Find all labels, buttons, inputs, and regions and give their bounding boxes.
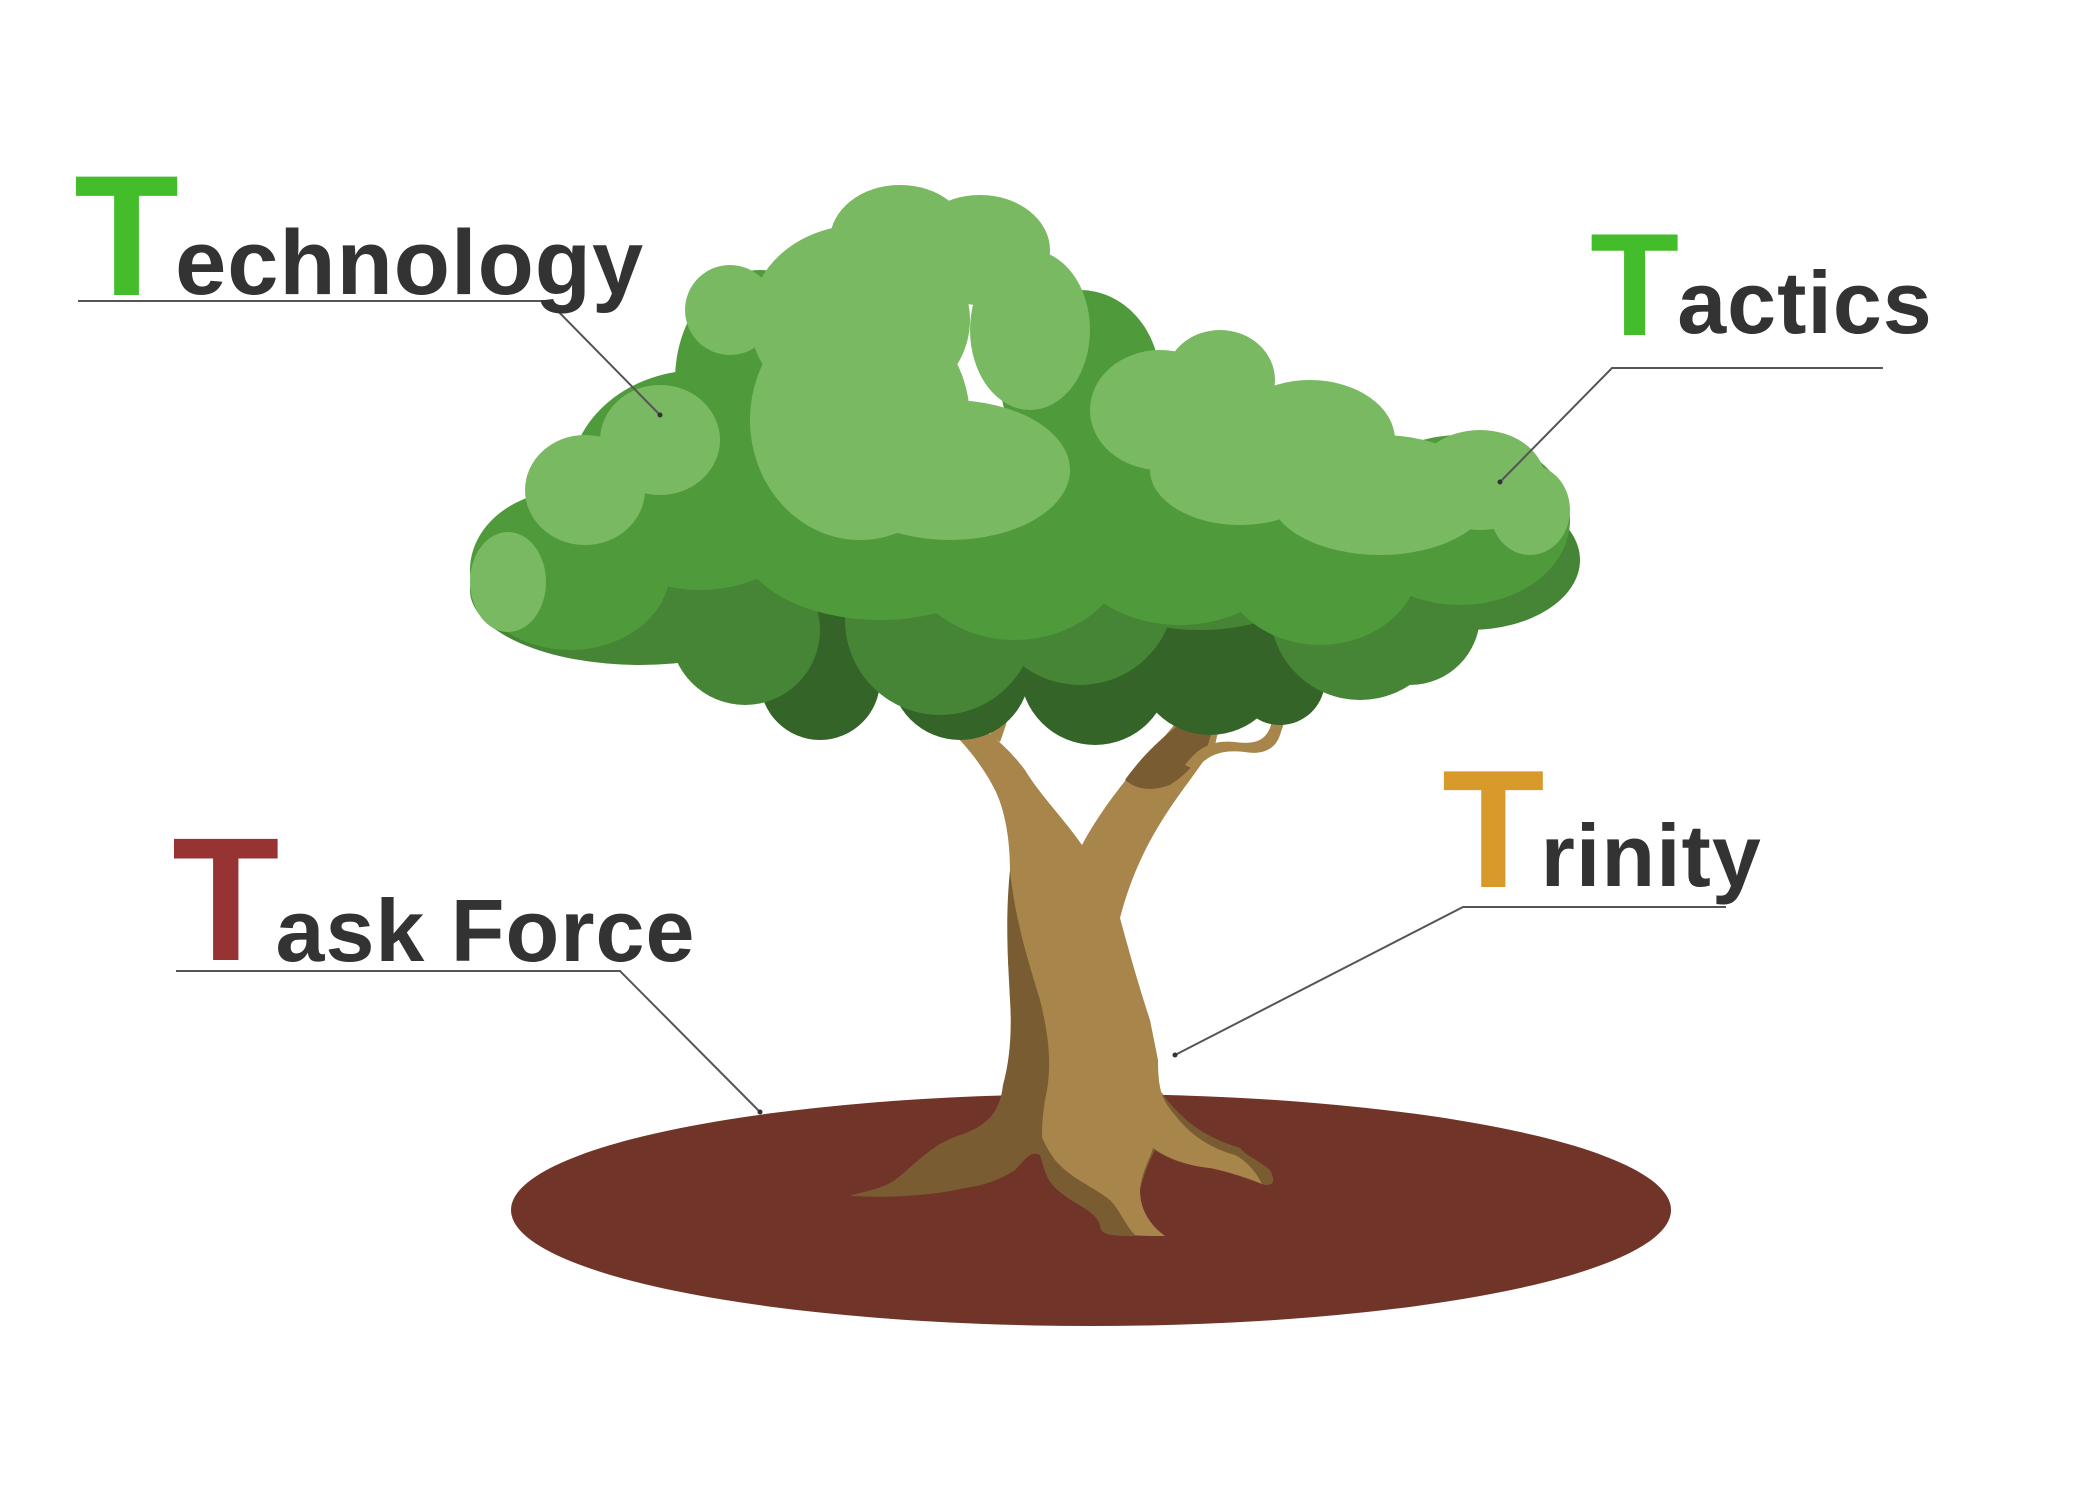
task-force-text: ask Force <box>275 881 696 980</box>
leader-line-task-force <box>176 970 761 1113</box>
tactics-initial: T <box>1590 203 1680 366</box>
leader-dots <box>657 412 1503 1115</box>
leader-line-trinity <box>1174 906 1726 1056</box>
trinity-text: rinity <box>1540 806 1762 905</box>
leader-lines <box>78 300 1883 1113</box>
leader-line-technology <box>78 300 661 416</box>
canopy <box>470 185 1580 745</box>
trinity-initial: T <box>1442 735 1545 923</box>
technology-initial: T <box>74 140 180 332</box>
leader-line-tactics <box>1499 367 1883 483</box>
tactics-text: actics <box>1677 253 1933 352</box>
technology-text: echnology <box>175 212 645 314</box>
task-force-initial: T <box>172 802 280 998</box>
